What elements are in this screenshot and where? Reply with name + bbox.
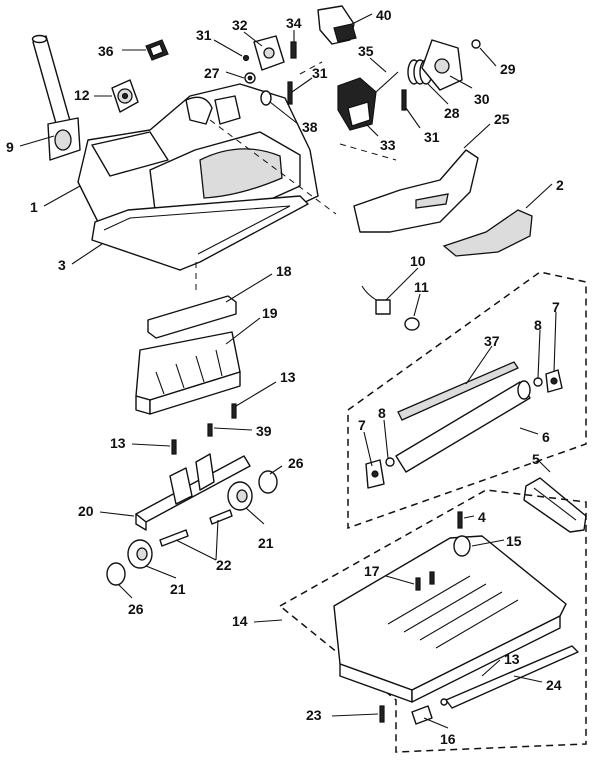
callout-27: 27 bbox=[204, 65, 220, 81]
part-4-screw bbox=[457, 511, 463, 529]
callout-26b: 26 bbox=[128, 601, 144, 617]
callout-13a: 13 bbox=[280, 369, 296, 385]
part-10-bulb-socket bbox=[361, 285, 391, 315]
callout-24: 24 bbox=[546, 677, 562, 693]
part-6-brushroll bbox=[395, 380, 531, 473]
part-2-lens bbox=[442, 209, 533, 257]
callout-31c: 31 bbox=[424, 129, 440, 145]
part-33-switch-block bbox=[337, 77, 377, 131]
part-12-bearing-plate bbox=[111, 79, 139, 113]
part-18-filter-cap bbox=[147, 295, 237, 339]
part-5-belt bbox=[523, 477, 587, 533]
callout-13b: 13 bbox=[110, 435, 126, 451]
leader-lines bbox=[19, 13, 557, 729]
part-40-lever bbox=[317, 5, 357, 45]
callout-20: 20 bbox=[78, 503, 94, 519]
callout-7a: 7 bbox=[358, 417, 366, 433]
callout-1: 1 bbox=[30, 199, 38, 215]
callout-35: 35 bbox=[358, 43, 374, 59]
part-23-screw bbox=[379, 705, 385, 723]
callout-38: 38 bbox=[302, 119, 318, 135]
callout-31a: 31 bbox=[196, 27, 212, 43]
callout-11: 11 bbox=[414, 279, 429, 295]
part-35-pin bbox=[375, 71, 399, 93]
part-32-bracket bbox=[253, 35, 285, 71]
screws-31-34 bbox=[242, 41, 407, 111]
callout-23: 23 bbox=[306, 707, 322, 723]
callout-5: 5 bbox=[532, 451, 540, 467]
callout-31b: 31 bbox=[312, 65, 328, 81]
callout-26a: 26 bbox=[288, 455, 304, 471]
part-11-bulb bbox=[404, 317, 420, 331]
part-29-screw bbox=[471, 39, 481, 49]
callout-14: 14 bbox=[232, 613, 248, 629]
assembly-lines bbox=[195, 61, 397, 290]
part-9-handle-tube bbox=[31, 34, 81, 161]
callout-4: 4 bbox=[478, 509, 486, 525]
callout-6: 6 bbox=[542, 429, 550, 445]
part-15-pulley bbox=[453, 535, 471, 557]
callout-29: 29 bbox=[500, 61, 516, 77]
part-21-wheels bbox=[127, 481, 253, 569]
part-20-axle-bracket bbox=[135, 453, 251, 531]
callout-9: 9 bbox=[6, 139, 14, 155]
part-6-brushroll-assembly bbox=[347, 271, 587, 530]
callout-39: 39 bbox=[256, 423, 272, 439]
callout-36: 36 bbox=[98, 43, 114, 59]
callout-12: 12 bbox=[74, 87, 90, 103]
part-27-nut bbox=[244, 72, 256, 84]
callout-19: 19 bbox=[262, 305, 278, 321]
callout-21a: 21 bbox=[258, 535, 274, 551]
part-7-8-end-caps bbox=[365, 369, 563, 489]
part-19-filter-holder bbox=[135, 331, 241, 415]
callout-25: 25 bbox=[494, 111, 510, 127]
callout-22: 22 bbox=[216, 557, 232, 573]
callout-16: 16 bbox=[440, 731, 456, 747]
callout-8a: 8 bbox=[378, 405, 386, 421]
callout-32: 32 bbox=[232, 17, 248, 33]
callout-labels: 1 2 3 4 5 6 7 7 8 8 9 10 11 12 13 13 13 … bbox=[6, 7, 564, 747]
part-38-clip bbox=[260, 90, 272, 106]
callout-8b: 8 bbox=[534, 317, 542, 333]
callout-18: 18 bbox=[276, 263, 292, 279]
screws-13-39 bbox=[171, 403, 237, 455]
callout-30: 30 bbox=[474, 91, 490, 107]
part-25-bumper-cover bbox=[353, 149, 479, 233]
callout-40: 40 bbox=[376, 7, 392, 23]
callout-10: 10 bbox=[410, 253, 426, 269]
callout-21b: 21 bbox=[170, 581, 186, 597]
part-14-base-assembly bbox=[278, 489, 587, 753]
callout-15: 15 bbox=[506, 533, 522, 549]
callout-37: 37 bbox=[484, 333, 500, 349]
part-22-axles bbox=[159, 509, 233, 547]
part-17-screws bbox=[415, 571, 435, 591]
part-24-bottom-plate bbox=[445, 645, 579, 709]
callout-3: 3 bbox=[58, 257, 66, 273]
part-14-base-plate bbox=[333, 535, 567, 703]
callout-7b: 7 bbox=[552, 299, 560, 315]
callout-33: 33 bbox=[380, 137, 396, 153]
callout-17: 17 bbox=[364, 563, 380, 579]
part-3-filter-frame bbox=[91, 195, 309, 271]
part-37-brush-strip bbox=[397, 361, 519, 421]
part-26-rings bbox=[106, 470, 278, 586]
callout-28: 28 bbox=[444, 105, 460, 121]
part-36-switch-button bbox=[145, 39, 169, 61]
callout-2: 2 bbox=[556, 177, 564, 193]
callout-34: 34 bbox=[286, 15, 302, 31]
callout-13c: 13 bbox=[504, 651, 520, 667]
